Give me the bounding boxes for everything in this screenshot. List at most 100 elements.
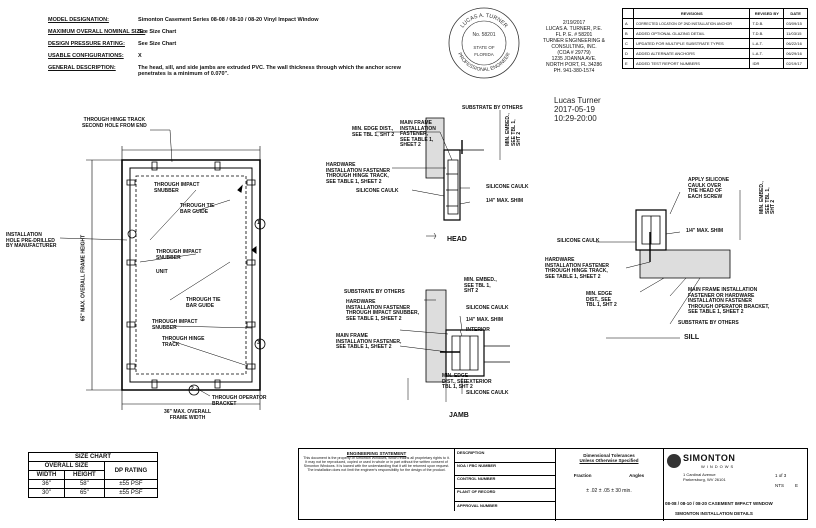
jamb-hardware-label: HARDWARE INSTALLATION FASTENER THROUGH I… [346,299,419,322]
revision-row: D ADDED ALTERNATE ANCHORS L.A.T. 06/29/1… [622,48,808,59]
revision-date: 02/19/17 [783,58,808,69]
revision-num: C [622,38,634,49]
callout-impact-snubber-3: THROUGH IMPACT SNUBBER [152,319,198,331]
jamb-shim-label: 1/4" MAX. SHIM [466,317,504,323]
seal-state-1: STATE OF [473,45,495,50]
spec-value-config: X [138,53,142,59]
engineer-line: CONSULTING, INC. [551,44,597,50]
size-chart-row: 36" 58" ±55 PSF [28,479,159,489]
revision-row: A CORRECTED LOCATION OF 2ND INSTALLATION… [622,18,808,29]
jamb-caulk-bottom-label: SILICONE CAULK [466,390,509,396]
revision-row: E ADDED TEST REPORT NUMBERS IDR 02/19/17 [622,58,808,69]
tolerances: Dimensional Tolerances Unless Otherwise … [555,449,664,521]
info-row: CONTROL NUMBER [457,476,496,481]
callout-tie-bar-guide-1: THROUGH TIE BAR GUIDE [180,203,215,215]
seal-license: No. 58201 [472,32,495,38]
engineer-line: PH. 941-380-1574 [553,68,595,74]
head-embed-label: MIN. EMBED., SEE TBL 1, SHT 2 [505,113,522,146]
size-chart-row: 30" 65" ±55 PSF [28,488,159,498]
jamb-substrate-label: SUBSTRATE BY OTHERS [344,289,405,295]
callout-hinge-track-2: THROUGH HINGE TRACK [162,336,205,348]
info-rows: DESCRIPTION NOA / FBC NUMBER CONTROL NUM… [455,449,556,521]
spec-value-description: The head, sill, and side jambs are extru… [138,65,401,78]
revision-date: 06/22/16 [783,38,808,49]
engineering-statement: ENGINEERING STATEMENT This document is t… [299,449,455,511]
head-shim-label: 1/4" MAX. SHIM [486,198,524,204]
size-chart-col-width: WIDTH [28,470,65,480]
scale-value: NTS [775,483,784,488]
brand-name: SIMONTON [683,453,736,463]
brand-sub: WINDOWS [701,464,736,469]
sill-substrate-label: SUBSTRATE BY OTHERS [678,320,739,326]
revision-date: 06/29/16 [783,48,808,59]
callout-install-hole: INSTALLATION HOLE PRE-DRILLED BY MANUFAC… [6,232,57,249]
tolerances-subtitle: Unless Otherwise Specified [579,458,639,463]
brand-logo-icon [667,454,681,468]
sill-shim-label: 1/4" MAX. SHIM [686,228,724,234]
revisions-header: REVISIONS [632,8,751,19]
engineer-info: 2/19/2017 LUCAS A. TURNER, P.E. FL P. E.… [528,20,620,74]
revisions-header: REVISED BY [749,8,785,19]
callout-unit: UNIT [156,269,168,275]
section-mark-2: 2 [191,386,194,392]
revision-num: B [622,28,634,39]
engineer-line: FL P. E. # 58201 [555,32,593,38]
brand-area: SIMONTON WINDOWS 1 Cardinal Avenue Parke… [663,449,809,521]
size-chart-height: 58" [63,479,105,489]
size-chart-title: SIZE CHART [28,452,158,462]
sill-main-frame-label: MAIN FRAME INSTALLATION FASTENER OR HARD… [688,287,770,315]
revision-row: B ADDED OPTIONAL GLAZING DETAIL T.D.B. 1… [622,28,808,39]
sill-apply-caulk-label: APPLY SILICONE CAULK OVER THE HEAD OF EA… [688,177,730,200]
head-substrate-label: SUBSTRATE BY OTHERS [462,105,523,111]
revision-desc: ADDED ALTERNATE ANCHORS [632,48,751,59]
head-caulk-right-label: SILICONE CAULK [486,184,529,190]
digital-signature: Lucas Turner 2017-05-19 10:29-20:00 [554,96,601,124]
dim-frame-height: 65" MAX. OVERALL FRAME HEIGHT [80,234,87,322]
size-chart-dp: ±55 PSF [103,488,159,498]
head-main-frame-label: MAIN FRAME INSTALLATION FASTENER, SEE TA… [400,120,436,148]
sign-time: 10:29-20:00 [554,114,597,124]
revision-date: 11/03/15 [783,28,808,39]
title-block: ENGINEERING STATEMENT This document is t… [298,448,809,521]
spec-label-size: MAXIMUM OVERALL NOMINAL SIZE: [48,29,146,35]
revision-desc: UPDATED FOR MULTIPLE SUBSTRATE TYPES [632,38,751,49]
info-row: NOA / FBC NUMBER [457,463,496,468]
jamb-edge-dist-label: MIN. EDGE DIST., SEE TBL 1, SHT 2 [442,373,473,390]
callout-tie-bar-guide-2: THROUGH TIE BAR GUIDE [186,297,221,309]
engineering-statement-text: This document is the property of Simonto… [303,456,450,473]
section-mark-3: 3 [257,340,260,346]
revision-by: L.A.T. [749,38,785,49]
revision-by: T.D.B. [749,28,785,39]
jamb-embed-label: MIN. EMBED., SEE TBL 1, SHT 2 [464,277,497,294]
size-chart-col-height: HEIGHT [63,470,105,480]
spec-label-description: GENERAL DESCRIPTION: [48,65,116,71]
revisions-table: REVISIONS REVISED BY DATE A CORRECTED LO… [622,8,808,69]
tolerance-fraction-label: Fraction [573,473,592,478]
jamb-title: JAMB [449,412,469,419]
jamb-exterior-label: EXTERIOR [466,379,492,385]
tolerance-angles-label: Angles [629,473,645,478]
info-row: DESCRIPTION [457,450,485,455]
revision-num: A [622,18,634,29]
spec-label-model: MODEL DESIGNATION: [48,17,109,23]
callout-impact-snubber-2: THROUGH IMPACT SNUBBER [156,249,202,261]
info-row: APPROVAL NUMBER [457,503,498,508]
drawing-title: 08-08 / 08-10 / 08-20 CASEMENT IMPACT WI… [665,501,773,506]
revision-by: IDR [749,58,785,69]
engineer-line: NORTH PORT, FL 34286 [545,62,603,68]
revision-num: E [622,58,634,69]
revision-desc: ADDED OPTIONAL GLAZING DETAIL [632,28,751,39]
revision-date: 03/09/15 [783,18,808,29]
size-chart: SIZE CHART OVERALL SIZE DP RATING WIDTH … [28,452,159,498]
drawing-subtitle: SIMONTON INSTALLATION DETAILS [675,511,753,516]
company-address: 1 Cardinal Avenue Parkersburg, WV 26101 [683,472,726,482]
tolerances-title: Dimensional Tolerances [583,453,635,458]
head-title: HEAD [447,236,467,243]
seal-state-2: FLORIDA [474,52,494,57]
window-frame-outer [122,160,260,390]
head-hardware-label: HARDWARE INSTALLATION FASTENER THROUGH H… [326,162,390,185]
sill-title: SILL [684,334,700,341]
size-chart-group-header: OVERALL SIZE [28,461,105,471]
engineer-line: (COA # 29779) [557,50,591,56]
tolerance-values: ± .02 ± .05 ± 30 min. [586,488,632,494]
